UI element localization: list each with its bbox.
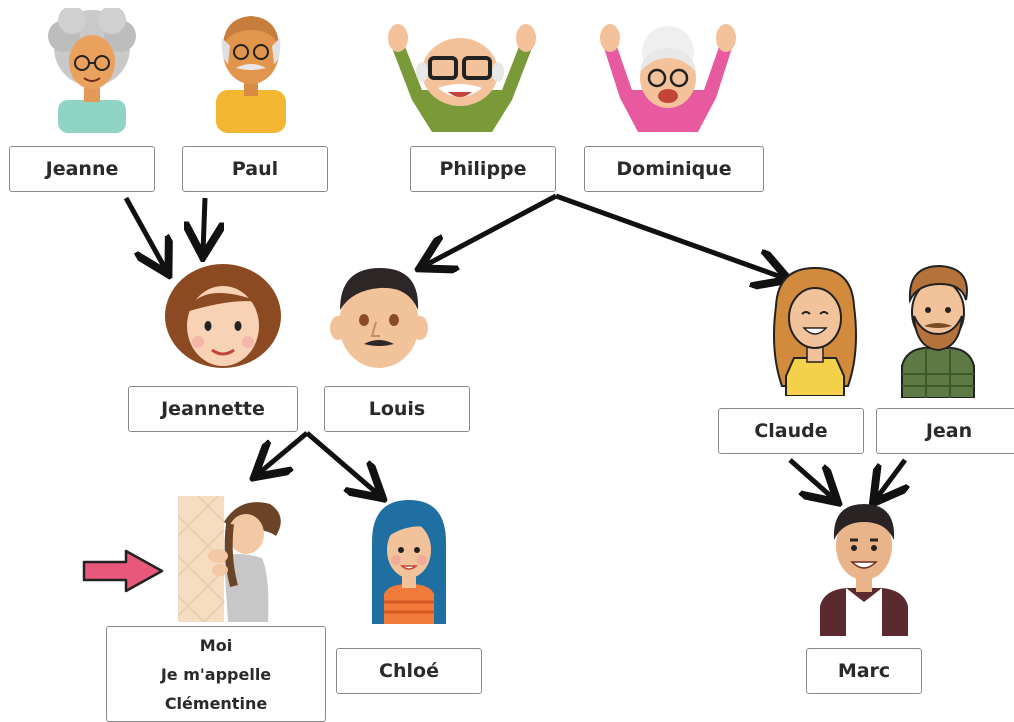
name-box-dominique: Dominique — [584, 146, 764, 192]
name-box-jean: Jean — [876, 408, 1014, 454]
name-box-jeanne: Jeanne — [9, 146, 155, 192]
name-box-paul: Paul — [182, 146, 328, 192]
man-avatar — [330, 268, 428, 368]
name-box-claude: Claude — [718, 408, 864, 454]
name-box-chloe: Chloé — [336, 648, 482, 694]
arrow-jeanne-to-jeannette — [123, 196, 166, 270]
arrow-couple-to-chloe — [305, 431, 379, 495]
blond-woman-avatar — [773, 266, 857, 396]
name-box-philippe: Philippe — [410, 146, 556, 192]
grandmother-cheering-avatar — [600, 24, 736, 132]
moi-line-3: Clémentine — [164, 693, 268, 713]
arrow-claude-to-marc — [788, 458, 834, 499]
blue-hair-girl-avatar — [372, 500, 446, 624]
arrow-couple-to-moi — [258, 431, 309, 474]
bearded-man-avatar — [901, 264, 975, 398]
grandfather-avatar — [216, 16, 286, 133]
grandmother-avatar — [48, 8, 136, 133]
name-box-jeannette: Jeannette — [128, 386, 298, 432]
name-box-louis: Louis — [324, 386, 470, 432]
girl-peeking-avatar — [178, 496, 281, 622]
name-box-moi: Moi Je m'appelle Clémentine — [106, 626, 326, 722]
moi-line-1: Moi — [199, 635, 233, 655]
arrow-philippe-to-louis — [424, 193, 558, 266]
young-man-avatar — [820, 504, 908, 636]
woman-avatar — [165, 264, 281, 368]
pointer-arrow-icon — [82, 549, 164, 593]
name-box-marc: Marc — [806, 648, 922, 694]
arrow-philippe-to-claude — [555, 193, 784, 278]
moi-line-2: Je m'appelle — [160, 664, 272, 684]
arrow-paul-to-jeannette — [203, 197, 205, 252]
arrow-jean-to-marc — [876, 458, 905, 499]
grandfather-cheering-avatar — [388, 24, 536, 132]
